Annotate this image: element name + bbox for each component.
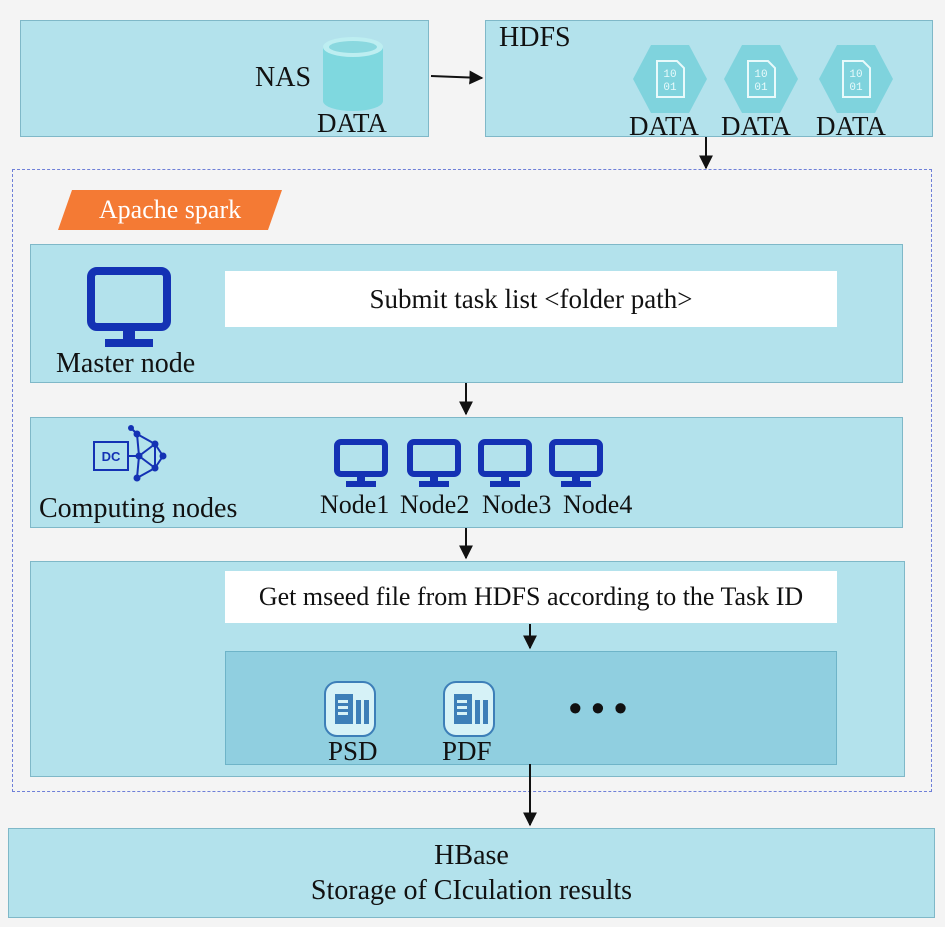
- hbase-title: HBase: [434, 840, 509, 871]
- binary-bottom: 01: [754, 82, 768, 94]
- master-node-panel: Master node Submit task list <folder pat…: [30, 244, 903, 383]
- hdfs-data-hex-icon: 10 01: [633, 45, 707, 113]
- nas-label: NAS: [255, 62, 312, 93]
- hdfs-data-label: DATA: [629, 111, 699, 141]
- node-label: Node1: [320, 490, 390, 519]
- node-label: Node4: [563, 490, 633, 519]
- binary-top: 10: [663, 69, 676, 81]
- ellipsis-more: • • •: [569, 687, 627, 728]
- spark-cluster-frame: [12, 169, 932, 792]
- apache-spark-label: Apache spark: [99, 195, 241, 224]
- dc-network-icon: DC: [93, 425, 167, 482]
- submit-task-bar: Submit task list <folder path>: [225, 271, 837, 327]
- get-mseed-bar: Get mseed file from HDFS according to th…: [225, 571, 837, 623]
- database-icon: [323, 37, 383, 111]
- binary-top: 10: [849, 69, 862, 81]
- node-label: Node2: [400, 490, 470, 519]
- dc-icon-text: DC: [102, 449, 121, 464]
- pdf-label: PDF: [442, 736, 492, 766]
- binary-top: 10: [754, 69, 767, 81]
- master-node-label: Master node: [56, 348, 196, 379]
- psd-label: PSD: [328, 736, 378, 766]
- computing-nodes-label: Computing nodes: [39, 493, 238, 524]
- hdfs-box: HDFS 10 01 10 01 10 01 DATA DATA DATA: [485, 20, 933, 141]
- hdfs-data-label: DATA: [816, 111, 886, 141]
- processing-panel: Get mseed file from HDFS according to th…: [30, 561, 905, 777]
- node-monitor-icon: [334, 439, 388, 487]
- node-monitor-icon: [549, 439, 603, 487]
- nas-data-label: DATA: [317, 108, 387, 138]
- hdfs-label: HDFS: [499, 22, 571, 53]
- nas-box: NAS DATA: [20, 20, 429, 137]
- psd-module-icon: [324, 681, 376, 737]
- binary-bottom: 01: [663, 82, 677, 94]
- node-label: Node3: [482, 490, 552, 519]
- hdfs-data-label: DATA: [721, 111, 791, 141]
- apache-spark-tag: Apache spark: [58, 190, 282, 230]
- output-panel: PSD PDF • • •: [225, 651, 837, 765]
- hbase-subtitle: Storage of CIculation results: [310, 875, 633, 906]
- pdf-module-icon: [443, 681, 495, 737]
- hbase-box: HBase Storage of CIculation results: [8, 828, 935, 918]
- node-monitor-icon: [478, 439, 532, 487]
- node-monitor-icon: [407, 439, 461, 487]
- arrow-nas-to-hdfs: [430, 70, 484, 85]
- hdfs-data-hex-icon: 10 01: [819, 45, 893, 113]
- hdfs-data-hex-icon: 10 01: [724, 45, 798, 113]
- computing-nodes-panel: DC Computing nodes Node1 Node2 Node3 Nod…: [30, 417, 903, 528]
- binary-bottom: 01: [849, 82, 863, 94]
- monitor-icon: [87, 267, 171, 347]
